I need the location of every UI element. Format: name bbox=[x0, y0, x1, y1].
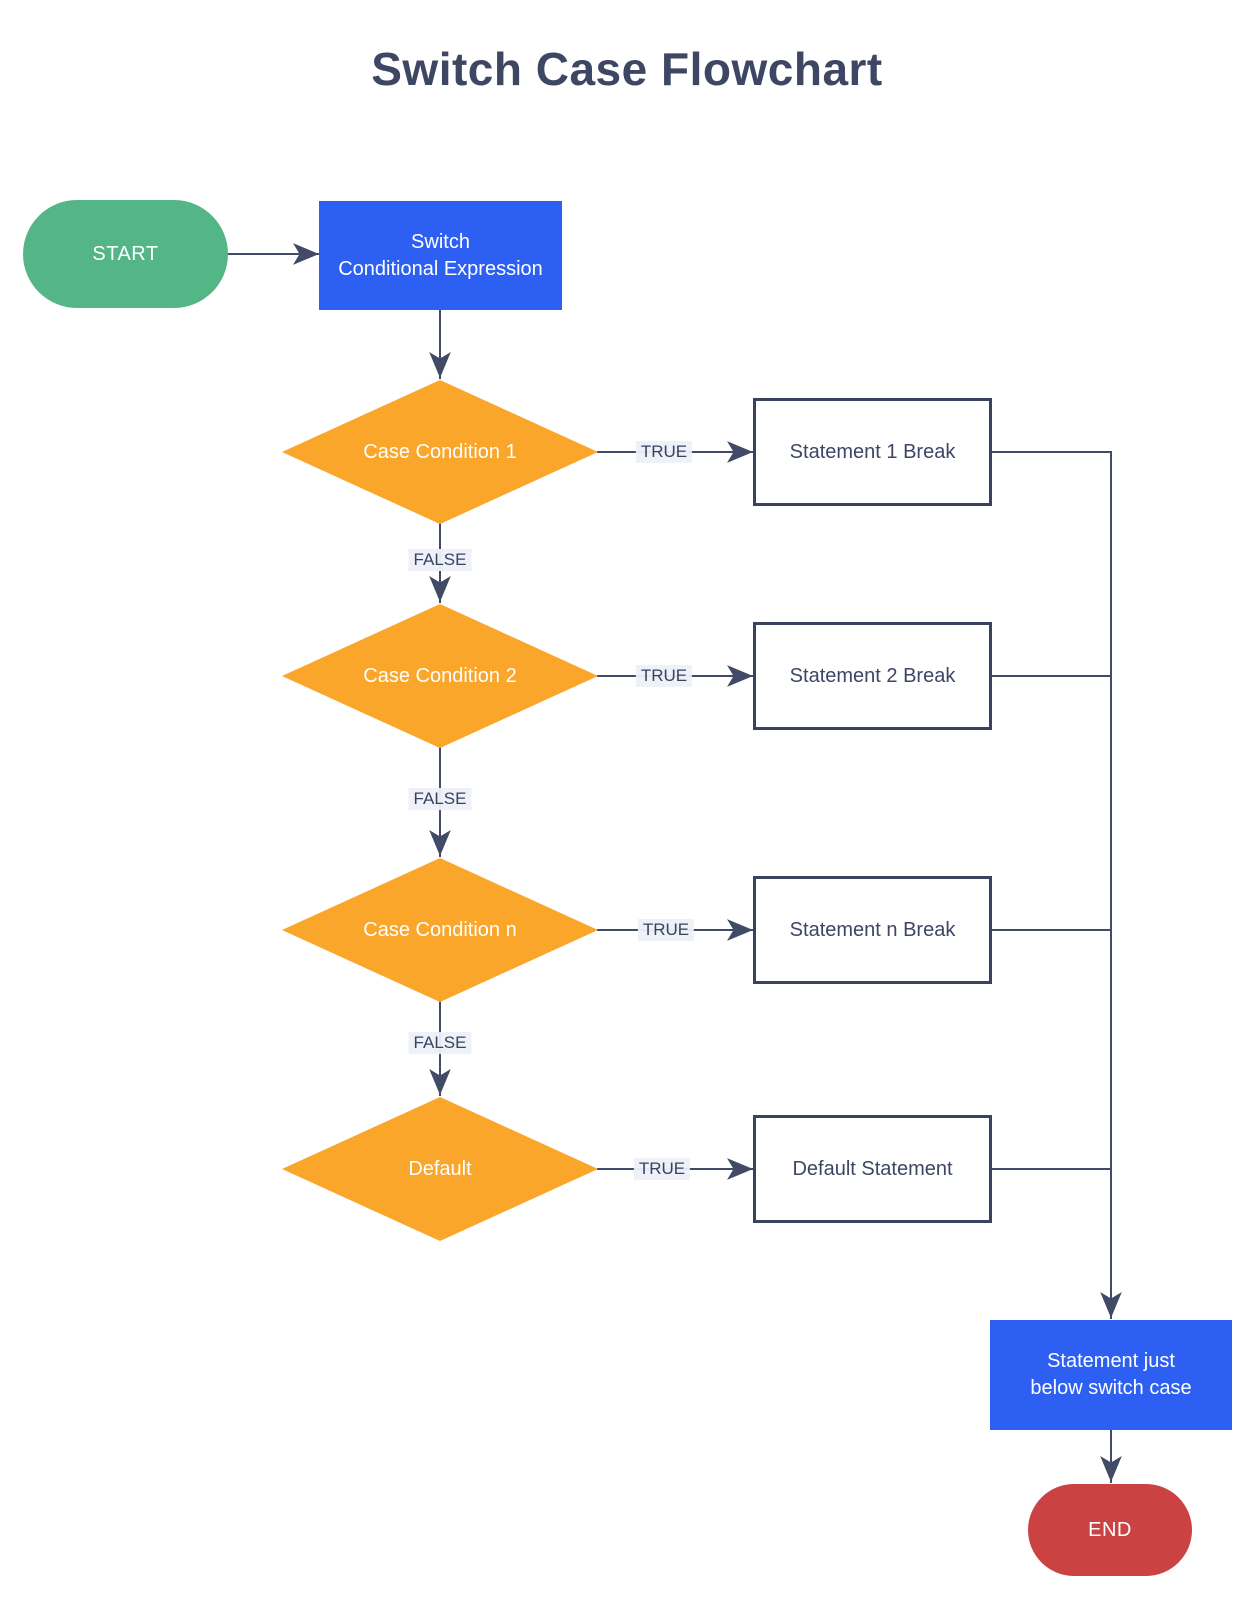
switch-label-line2: Conditional Expression bbox=[338, 257, 543, 280]
switch-expression-node: Switch Conditional Expression bbox=[319, 201, 562, 310]
edge-label-true-1: TRUE bbox=[635, 441, 693, 463]
edge-statement1-to-trunk bbox=[991, 451, 1122, 1319]
edge-label-false-3: FALSE bbox=[408, 1032, 472, 1054]
switch-label-line1: Switch bbox=[411, 230, 470, 253]
below-label-line1: Statement just bbox=[1047, 1350, 1175, 1372]
node-default-statement: Default Statement bbox=[753, 1115, 992, 1223]
edge-label-false-2: FALSE bbox=[408, 788, 472, 810]
statement-1-label: Statement 1 Break bbox=[789, 440, 956, 463]
start-label: START bbox=[92, 242, 159, 265]
node-statement-n-break: Statement n Break bbox=[753, 876, 992, 984]
statement-n-label: Statement n Break bbox=[789, 918, 956, 941]
end-label: END bbox=[1088, 1518, 1132, 1541]
edge-label-true-4: TRUE bbox=[633, 1158, 691, 1180]
edge-label-false-1: FALSE bbox=[408, 549, 472, 571]
default-label: Default bbox=[408, 1157, 472, 1180]
edge-label-true-2: TRUE bbox=[635, 665, 693, 687]
edge-label-true-3: TRUE bbox=[637, 919, 695, 941]
case-condition-1-label: Case Condition 1 bbox=[363, 440, 517, 463]
statement-2-label: Statement 2 Break bbox=[789, 664, 956, 687]
default-statement-label: Default Statement bbox=[792, 1157, 953, 1180]
end-node: END bbox=[1028, 1484, 1192, 1576]
node-statement-1-break: Statement 1 Break bbox=[753, 398, 992, 506]
page-title: Switch Case Flowchart bbox=[371, 43, 883, 95]
case-condition-n-label: Case Condition n bbox=[363, 918, 517, 941]
below-label-line2: below switch case bbox=[1030, 1377, 1192, 1399]
case-condition-2-label: Case Condition 2 bbox=[363, 664, 517, 687]
start-node: START bbox=[23, 200, 228, 308]
node-statement-2-break: Statement 2 Break bbox=[753, 622, 992, 730]
node-statement-below-switch: Statement just below switch case bbox=[990, 1320, 1232, 1430]
